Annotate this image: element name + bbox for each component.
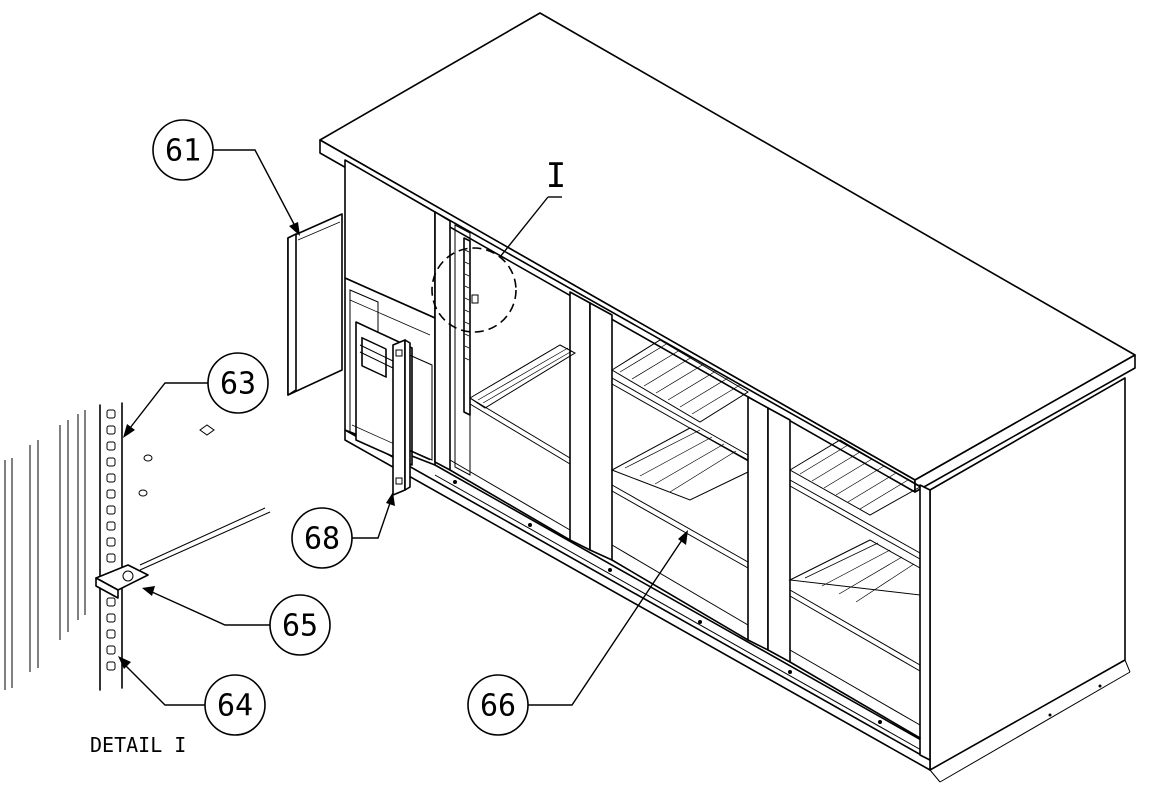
callout-65-label: 65 [282, 609, 318, 644]
callout-68: 68 [291, 507, 353, 569]
callout-64-label: 64 [217, 689, 253, 724]
shelf-standard [463, 237, 479, 416]
handle-bar [392, 339, 411, 496]
callout-61-label: 61 [165, 134, 201, 169]
callout-66: 66 [467, 674, 529, 736]
callout-63: 63 [207, 352, 269, 414]
leaders [118, 149, 688, 706]
detail-marker: I [431, 156, 566, 333]
removable-side-panel [287, 213, 343, 396]
callout-64: 64 [204, 674, 266, 736]
callout-63-label: 63 [220, 367, 256, 402]
wire-shelves [469, 339, 922, 672]
callout-61: 61 [152, 119, 214, 181]
callout-68-label: 68 [304, 522, 340, 557]
callout-66-label: 66 [480, 689, 516, 724]
detail-caption: DETAIL I [90, 733, 186, 757]
detail-marker-label: I [546, 156, 566, 196]
detail-view [4, 402, 271, 691]
cabinet-body [344, 159, 1131, 783]
callout-65: 65 [269, 594, 331, 656]
